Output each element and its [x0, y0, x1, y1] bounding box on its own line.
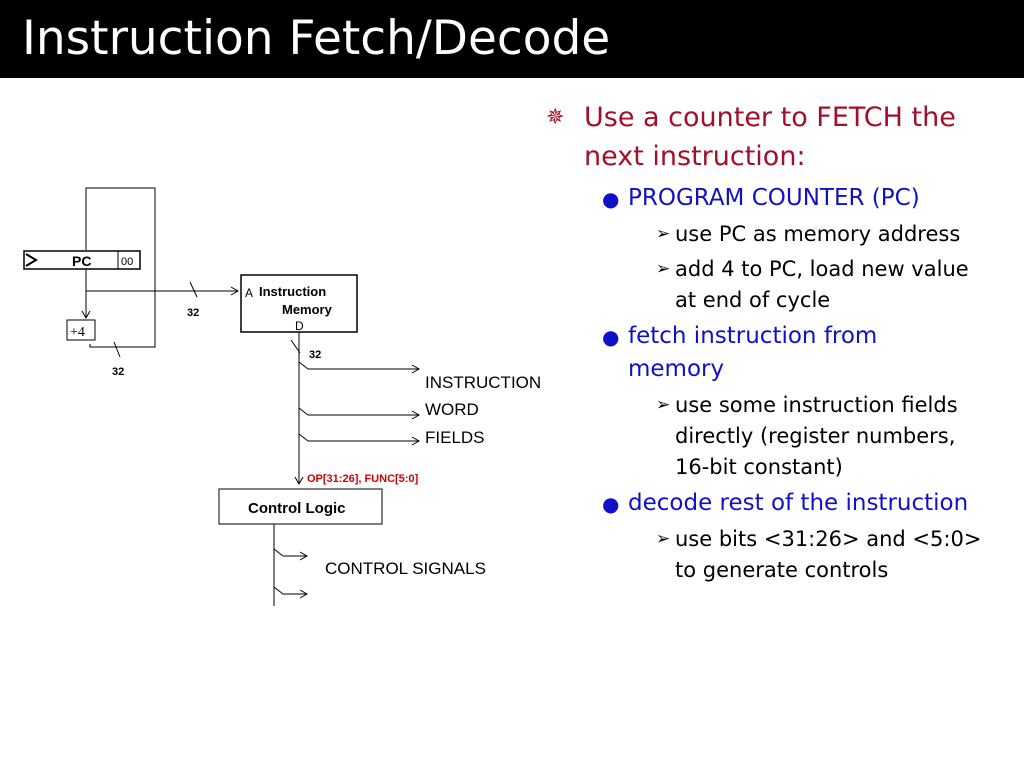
- dot-icon: ●: [602, 187, 620, 211]
- pc-label: PC: [72, 253, 91, 269]
- plus4-label: +4: [70, 325, 85, 340]
- bullet-pc-sub2: ➢ add 4 to PC, load new value at end of …: [540, 254, 1020, 316]
- pc-output-wires: [81, 269, 240, 358]
- bullet-decode-label: decode rest of the instruction: [628, 490, 969, 516]
- arrowhead-icon: ➢: [656, 395, 671, 415]
- bullet-pc-sub2-line2: at end of cycle: [675, 288, 831, 312]
- imem-label-line2: Memory: [282, 302, 333, 317]
- pc-feedback-wire: [85, 187, 156, 348]
- bullet-fetch: ● fetch instruction from memory: [540, 320, 1020, 386]
- fields-line1: INSTRUCTION: [425, 373, 541, 392]
- control-signals-label: CONTROL SIGNALS: [325, 559, 486, 578]
- imem-port-a: A: [245, 286, 253, 300]
- bullet-decode-sub1-line1: use bits <31:26> and <5:0>: [675, 527, 982, 551]
- dot-icon: ●: [602, 325, 620, 349]
- control-signal-wires: [273, 524, 309, 606]
- bullet-decode-sub1-line2: to generate controls: [675, 558, 889, 582]
- asterisk-icon: ✵: [546, 105, 565, 130]
- imem-label-line1: Instruction: [259, 284, 326, 299]
- instruction-memory: A Instruction Memory D: [240, 274, 358, 333]
- bullet-pc-sub2-line1: add 4 to PC, load new value: [675, 257, 969, 281]
- bullet-fetch-sub1-line1: use some instruction fields: [675, 393, 958, 417]
- bullet-fetch-line1: fetch instruction from: [628, 323, 878, 349]
- bullet-fetch-line2: memory: [628, 356, 725, 382]
- bullet-fetch-sub1-line2: directly (register numbers,: [675, 424, 956, 448]
- bullet-fetch-sub1-line3: 16-bit constant): [675, 455, 843, 479]
- bus-width-adder: 32: [112, 366, 124, 378]
- arrowhead-icon: ➢: [656, 259, 671, 279]
- fields-line3: FIELDS: [425, 428, 485, 447]
- bullet-pc: ● PROGRAM COUNTER (PC): [540, 182, 1020, 215]
- bullet-main-line1: Use a counter to FETCH the: [584, 102, 956, 133]
- bullet-decode-sub1: ➢ use bits <31:26> and <5:0> to generate…: [540, 524, 1020, 586]
- plus4-adder: +4: [66, 319, 96, 341]
- instruction-bus: [290, 332, 421, 486]
- bullet-decode: ● decode rest of the instruction: [540, 487, 1020, 520]
- pc-register: PC 00: [23, 250, 141, 270]
- bullet-pc-sub1: ➢ use PC as memory address: [540, 219, 1020, 250]
- dot-icon: ●: [602, 492, 620, 516]
- clock-edge-icon: [25, 253, 38, 267]
- title-bar: Instruction Fetch/Decode: [0, 0, 1024, 78]
- control-logic: Control Logic: [218, 488, 383, 525]
- fetch-decode-diagram: PC 00 32 +4 32 A Instruction Memory D: [23, 187, 541, 606]
- bus-width-pc: 32: [187, 307, 199, 319]
- slide-title: Instruction Fetch/Decode: [22, 11, 611, 66]
- bullet-list: ✵ Use a counter to FETCH the next instru…: [540, 98, 1020, 586]
- control-logic-label: Control Logic: [248, 500, 346, 517]
- arrowhead-icon: ➢: [656, 224, 671, 244]
- bullet-main: ✵ Use a counter to FETCH the next instru…: [540, 98, 1020, 176]
- imem-port-d: D: [295, 319, 304, 333]
- fields-line2: WORD: [425, 400, 479, 419]
- arrowhead-icon: ➢: [656, 529, 671, 549]
- bullet-pc-label: PROGRAM COUNTER (PC): [628, 185, 920, 211]
- bus-width-instr: 32: [309, 349, 321, 361]
- op-func-label: OP[31:26], FUNC[5:0]: [307, 473, 419, 485]
- bullet-main-line2: next instruction:: [584, 141, 806, 172]
- bullet-pc-sub1-text: use PC as memory address: [675, 222, 961, 246]
- bullet-fetch-sub1: ➢ use some instruction fields directly (…: [540, 390, 1020, 483]
- pc-low-bits: 00: [121, 256, 133, 268]
